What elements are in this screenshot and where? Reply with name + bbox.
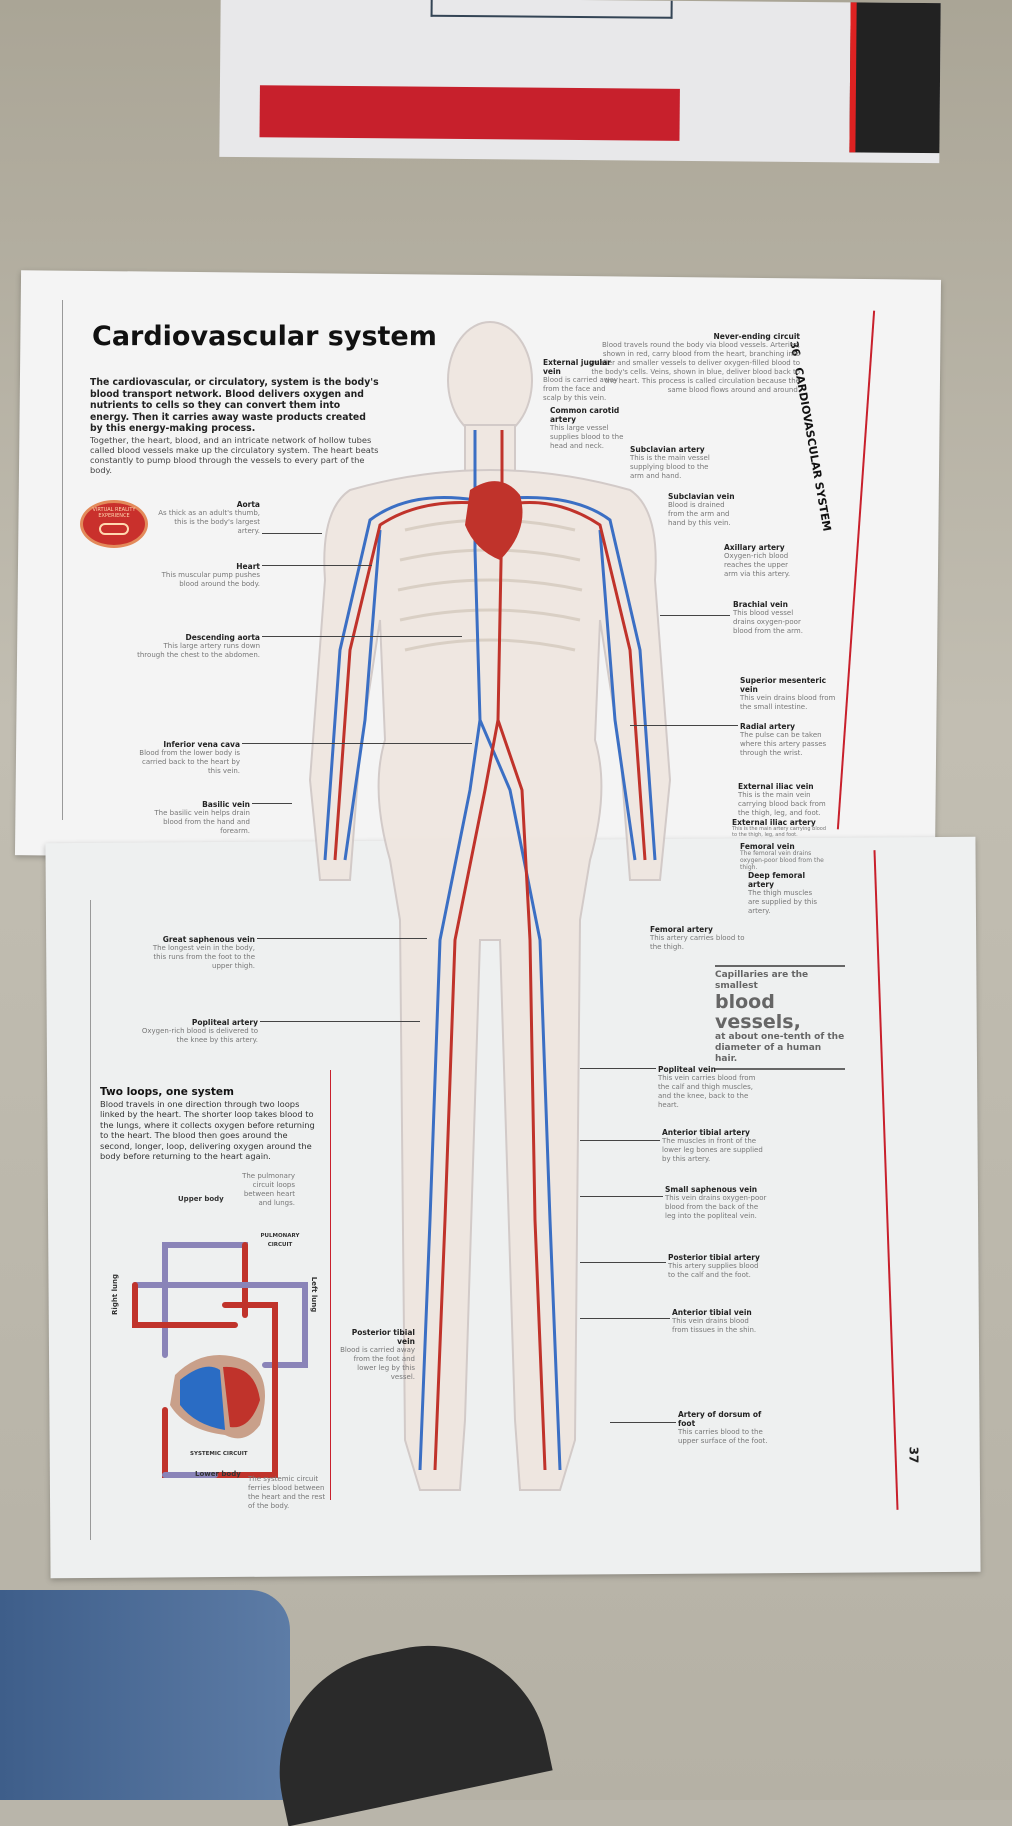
- leader-line: [580, 1140, 660, 1141]
- circulatory-figure: [308, 321, 672, 1491]
- circulation-loops-diagram: [132, 1242, 308, 1478]
- closed-book: [219, 0, 941, 164]
- loops-title: Two loops, one system: [100, 1086, 234, 1098]
- systemic-circuit-label: SYSTEMIC CIRCUIT: [190, 1451, 248, 1457]
- upper-body-label: Upper body: [178, 1195, 224, 1203]
- person-leg: [0, 1590, 290, 1800]
- margin-rule: [90, 900, 91, 1540]
- leader-line: [257, 938, 427, 939]
- pulmonary-circuit-label: PULMONARY CIRCUIT: [260, 1233, 300, 1248]
- leader-line: [252, 803, 292, 804]
- lower-body-label: Lower body: [195, 1470, 241, 1478]
- leader-line: [610, 1422, 676, 1423]
- left-lung-label: Left lung: [310, 1276, 319, 1313]
- leader-line: [262, 533, 322, 534]
- page-title: Cardiovascular system: [92, 321, 437, 352]
- leader-line: [630, 725, 738, 726]
- body-text: Together, the heart, blood, and an intri…: [90, 435, 379, 475]
- leader-line: [242, 743, 472, 744]
- leader-line: [580, 1318, 670, 1319]
- heart: [465, 481, 523, 560]
- systemic-note: The systemic circuit ferries blood betwe…: [248, 1475, 326, 1510]
- intro-text: The cardiovascular, or circulatory, syst…: [90, 377, 379, 434]
- vr-goggles-icon: [99, 523, 129, 535]
- leader-line: [580, 1068, 656, 1069]
- vr-badge-label: VIRTUAL REALITY EXPERIENCE: [92, 507, 136, 519]
- leader-line: [660, 615, 730, 616]
- vr-badge[interactable]: VIRTUAL REALITY EXPERIENCE: [80, 500, 148, 548]
- loops-text: Blood travels in one direction through t…: [100, 1099, 315, 1162]
- box-rule: [330, 1070, 331, 1500]
- leader-line: [260, 1021, 420, 1022]
- page-number-37: 37: [906, 1446, 921, 1464]
- pulmonary-note: The pulmonary circuit loops between hear…: [242, 1172, 295, 1207]
- right-lung-label: Right lung: [110, 1274, 119, 1315]
- leader-line: [262, 565, 372, 566]
- leader-line: [580, 1262, 666, 1263]
- leader-line: [262, 636, 462, 637]
- leader-line: [580, 1196, 663, 1197]
- margin-rule: [62, 300, 63, 820]
